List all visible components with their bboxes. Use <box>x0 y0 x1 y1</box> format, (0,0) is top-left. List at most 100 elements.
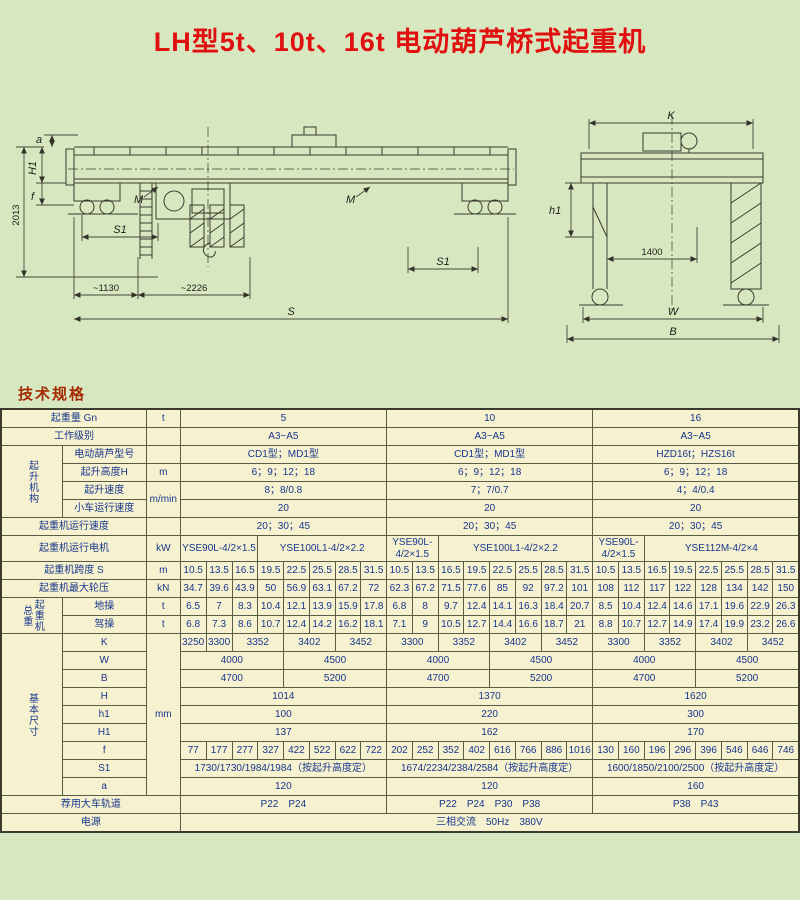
table-cell: 16.2 <box>334 615 362 634</box>
table-cell: 8.5 <box>592 597 619 616</box>
table-cell: t <box>145 408 181 428</box>
table-cell: 1014 <box>179 687 388 706</box>
table-cell: 起升机构 <box>0 445 63 518</box>
table-cell: W <box>61 651 147 670</box>
dim-1400: 1400 <box>641 247 662 258</box>
table-cell: 130 <box>592 741 619 760</box>
table-cell: 22.5 <box>695 561 722 580</box>
table-cell <box>145 427 181 446</box>
table-cell: P22 P24 <box>179 795 388 814</box>
table-cell: A3~A5 <box>386 427 594 446</box>
table-cell: 16.5 <box>231 561 259 580</box>
table-cell: 19.5 <box>669 561 697 580</box>
table-cell: 16.5 <box>643 561 671 580</box>
table-cell: 22.9 <box>746 597 774 616</box>
table-cell: 28.5 <box>746 561 774 580</box>
table-cell: 22.5 <box>489 561 516 580</box>
table-cell: 72 <box>360 579 388 598</box>
table-cell: 43.9 <box>231 579 259 598</box>
table-cell: 4000 <box>179 651 285 670</box>
table-cell: 19.9 <box>720 615 748 634</box>
dimension-lines <box>16 134 509 323</box>
table-cell: 10.7 <box>617 615 645 634</box>
table-cell: 31.5 <box>566 561 594 580</box>
table-cell: 134 <box>720 579 748 598</box>
table-cell: 14.9 <box>669 615 697 634</box>
table-cell: 18.7 <box>540 615 568 634</box>
table-cell: 622 <box>334 741 362 760</box>
table-cell: 56.9 <box>283 579 310 598</box>
dim-2226: ~2226 <box>181 283 208 294</box>
table-cell: H1 <box>61 723 147 742</box>
table-row: 电源三相交流 50Hz 380V <box>0 813 800 833</box>
table-cell: 252 <box>411 741 439 760</box>
table-cell: 16.6 <box>514 615 542 634</box>
table-cell: 10.7 <box>257 615 285 634</box>
table-cell: 220 <box>386 705 594 724</box>
table-cell: 39.6 <box>205 579 233 598</box>
table-cell: 137 <box>179 723 388 742</box>
table-cell: 17.1 <box>695 597 722 616</box>
table-cell: 10.5 <box>437 615 465 634</box>
table-cell: 327 <box>257 741 285 760</box>
table-cell: 6.8 <box>386 597 413 616</box>
table-cell: 12.4 <box>643 597 671 616</box>
table-cell: 三相交流 50Hz 380V <box>179 813 800 833</box>
table-cell: kW <box>145 535 181 562</box>
table-cell: mm <box>145 633 181 796</box>
table-cell: 14.2 <box>308 615 336 634</box>
table-cell: 31.5 <box>772 561 800 580</box>
table-cell: 7；7/0.7 <box>386 481 594 500</box>
table-cell: 1730/1730/1984/1984（按起升高度定） <box>179 759 388 778</box>
table-cell: 4500 <box>489 651 594 670</box>
table-cell: 14.4 <box>489 615 516 634</box>
table-cell: 10.4 <box>257 597 285 616</box>
hoist-trolley <box>155 182 231 220</box>
table-cell: 20；30；45 <box>592 517 800 536</box>
table-cell: 20；30；45 <box>386 517 594 536</box>
table-cell: HZD16t；HZS16t <box>592 445 800 464</box>
table-cell: 3300 <box>386 633 439 652</box>
table-cell: f <box>61 741 147 760</box>
table-cell: 21 <box>566 615 594 634</box>
table-cell: 522 <box>308 741 336 760</box>
table-cell: 16 <box>592 408 800 428</box>
table-cell: 31.5 <box>360 561 388 580</box>
table-cell: 起升高度H <box>61 463 147 482</box>
table-cell: 422 <box>283 741 310 760</box>
crane-side-structure <box>65 126 517 267</box>
hook <box>202 242 216 258</box>
table-cell: 6；9；12；18 <box>179 463 388 482</box>
table-cell: 4500 <box>695 651 800 670</box>
table-cell: 7.3 <box>205 615 233 634</box>
table-cell: m <box>145 463 181 482</box>
table-cell: 3352 <box>643 633 697 652</box>
table-cell: 402 <box>463 741 491 760</box>
dim-h1: h1 <box>549 205 561 217</box>
table-cell: 7 <box>205 597 233 616</box>
table-cell: 10.4 <box>617 597 645 616</box>
table-cell: YSE112M-4/2×4 <box>643 535 800 562</box>
table-cell: 28.5 <box>540 561 568 580</box>
dim-a: a <box>36 134 42 146</box>
table-cell: 50 <box>257 579 285 598</box>
table-cell: YSE90L-4/2×1.5 <box>592 535 645 562</box>
table-cell: 20 <box>592 499 800 518</box>
table-cell: 4000 <box>592 651 697 670</box>
section-title: 技术规格 <box>18 386 87 403</box>
dim-H1: H1 <box>27 161 39 175</box>
dimension-labels-end: K h1 1400 W B <box>549 110 680 338</box>
table-cell: 电动葫芦型号 <box>61 445 147 464</box>
dim-S: S <box>287 306 295 318</box>
table-cell: 12.7 <box>643 615 671 634</box>
table-cell: 352 <box>437 741 465 760</box>
